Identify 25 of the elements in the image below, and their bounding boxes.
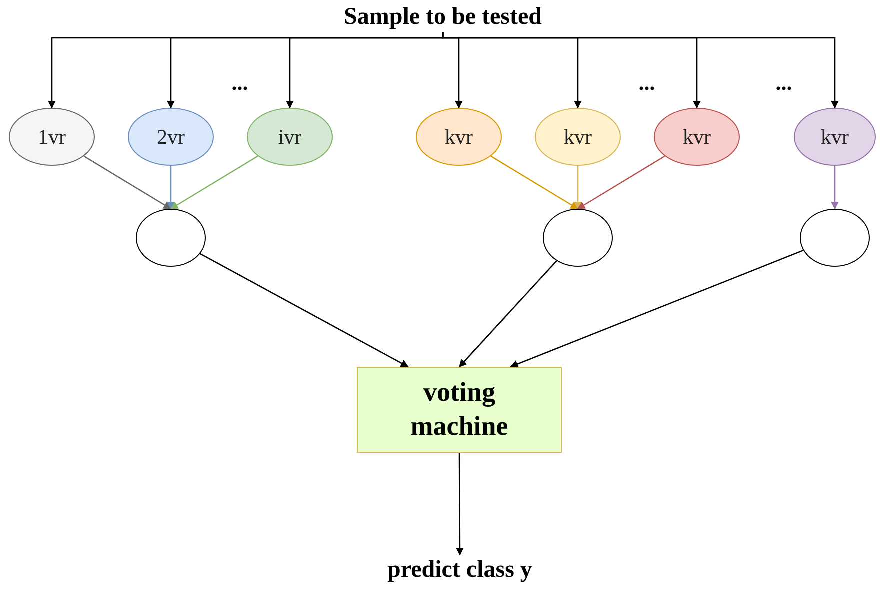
heading-text: predict class y	[330, 555, 590, 585]
classifier-ellipse: kvr	[416, 108, 502, 166]
classifier-ellipse: kvr	[654, 108, 740, 166]
classifier-ellipse: 2vr	[128, 108, 214, 166]
arrow	[831, 166, 839, 210]
arrow	[170, 156, 258, 210]
classifier-ellipse: kvr	[535, 108, 621, 166]
arrow	[442, 32, 839, 109]
ellipsis-label: ...	[230, 70, 250, 96]
arrow	[574, 166, 582, 210]
classifier-ellipse: ivr	[247, 108, 333, 166]
arrow	[458, 260, 558, 368]
arrow	[167, 166, 175, 210]
classifier-ellipse: 1vr	[9, 108, 95, 166]
arrow	[510, 250, 804, 368]
ellipsis-label: ...	[774, 70, 794, 96]
arrow	[577, 156, 666, 210]
process-box: voting machine	[357, 367, 562, 453]
arrow	[200, 253, 409, 368]
arrow	[456, 453, 464, 556]
arrow	[490, 156, 579, 210]
classifier-ellipse: kvr	[794, 108, 876, 166]
arrow	[84, 156, 172, 210]
ellipsis-label: ...	[638, 70, 656, 96]
heading-text: Sample to be tested	[293, 2, 593, 32]
